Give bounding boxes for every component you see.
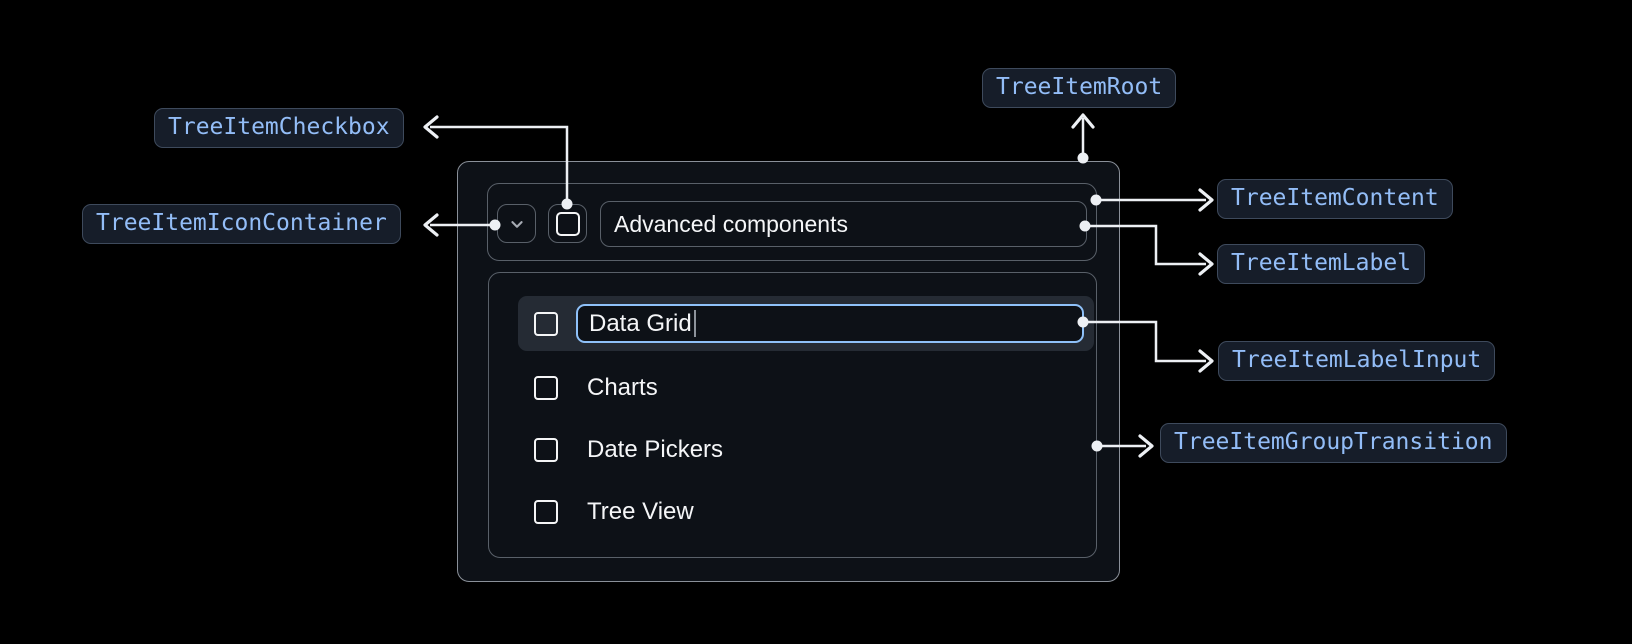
tree-row[interactable]: Tree View xyxy=(518,488,1094,536)
arrowhead-left xyxy=(423,115,439,139)
badge-tree-item-content: TreeItemContent xyxy=(1217,179,1453,219)
badge-tree-item-checkbox: TreeItemCheckbox xyxy=(154,108,404,148)
checkbox-icon[interactable] xyxy=(534,376,558,400)
badge-tree-item-group-transition: TreeItemGroupTransition xyxy=(1160,423,1507,463)
arrowhead-up xyxy=(1071,113,1095,129)
tree-item-label-text: Advanced components xyxy=(614,210,848,237)
text-cursor xyxy=(693,310,696,337)
badge-tree-item-label: TreeItemLabel xyxy=(1217,244,1426,284)
checkbox-icon xyxy=(555,211,580,236)
badge-tree-item-root: TreeItemRoot xyxy=(982,68,1177,108)
tree-item-group-transition: Data Grid Charts Date Pickers Tree View xyxy=(488,272,1097,558)
tree-item-content[interactable] xyxy=(487,183,1097,261)
tree-item-label-text: Date Pickers xyxy=(587,436,724,463)
checkbox-icon[interactable] xyxy=(534,500,558,524)
tree-item-label-text: Tree View xyxy=(587,498,694,525)
tree-item-label-text: Charts xyxy=(587,374,658,401)
arrowhead-right xyxy=(1198,349,1214,373)
tree-item-checkbox[interactable] xyxy=(548,204,587,243)
label-input-value: Data Grid xyxy=(589,309,692,337)
arrowhead-right xyxy=(1138,434,1154,458)
tree-row[interactable]: Charts xyxy=(518,364,1094,412)
expand-button[interactable] xyxy=(497,204,536,243)
checkbox-icon[interactable] xyxy=(534,438,558,462)
tree-item-root xyxy=(457,161,1120,582)
badge-tree-item-icon-container: TreeItemIconContainer xyxy=(82,204,401,244)
arrowhead-left xyxy=(423,213,439,237)
arrowhead-right xyxy=(1198,188,1214,212)
chevron-down-icon xyxy=(510,220,523,228)
arrowhead-right xyxy=(1198,252,1214,276)
tree-item-label: Advanced components xyxy=(600,201,1087,247)
checkbox-icon[interactable] xyxy=(534,311,558,336)
tree-row[interactable]: Date Pickers xyxy=(518,426,1094,474)
tree-item-label-input[interactable]: Data Grid xyxy=(576,304,1084,343)
badge-tree-item-label-input: TreeItemLabelInput xyxy=(1218,341,1496,381)
tree-row-editing[interactable]: Data Grid xyxy=(518,296,1094,351)
